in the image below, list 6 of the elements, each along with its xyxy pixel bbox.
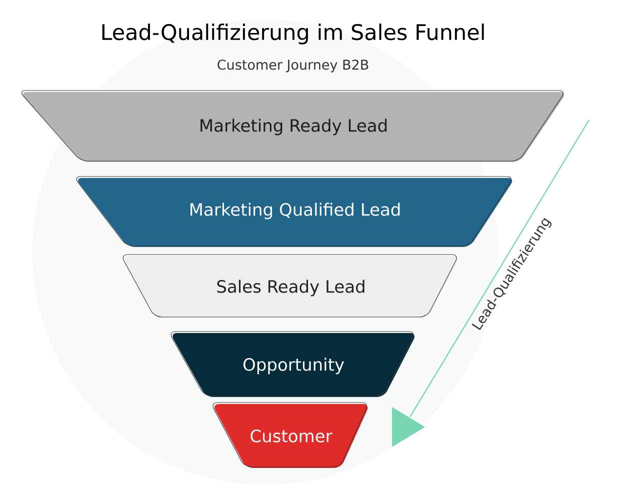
subtitle: Customer Journey B2B (218, 60, 368, 72)
funnel-stage: Opportunity (170, 331, 414, 397)
funnel-stage: Marketing Ready Lead (21, 90, 564, 162)
funnel-stage: Customer (212, 402, 368, 468)
title: Lead-Qualifizierung im Sales Funnel (102, 24, 484, 44)
funnel-stage: Marketing Qualified Lead (76, 176, 512, 247)
